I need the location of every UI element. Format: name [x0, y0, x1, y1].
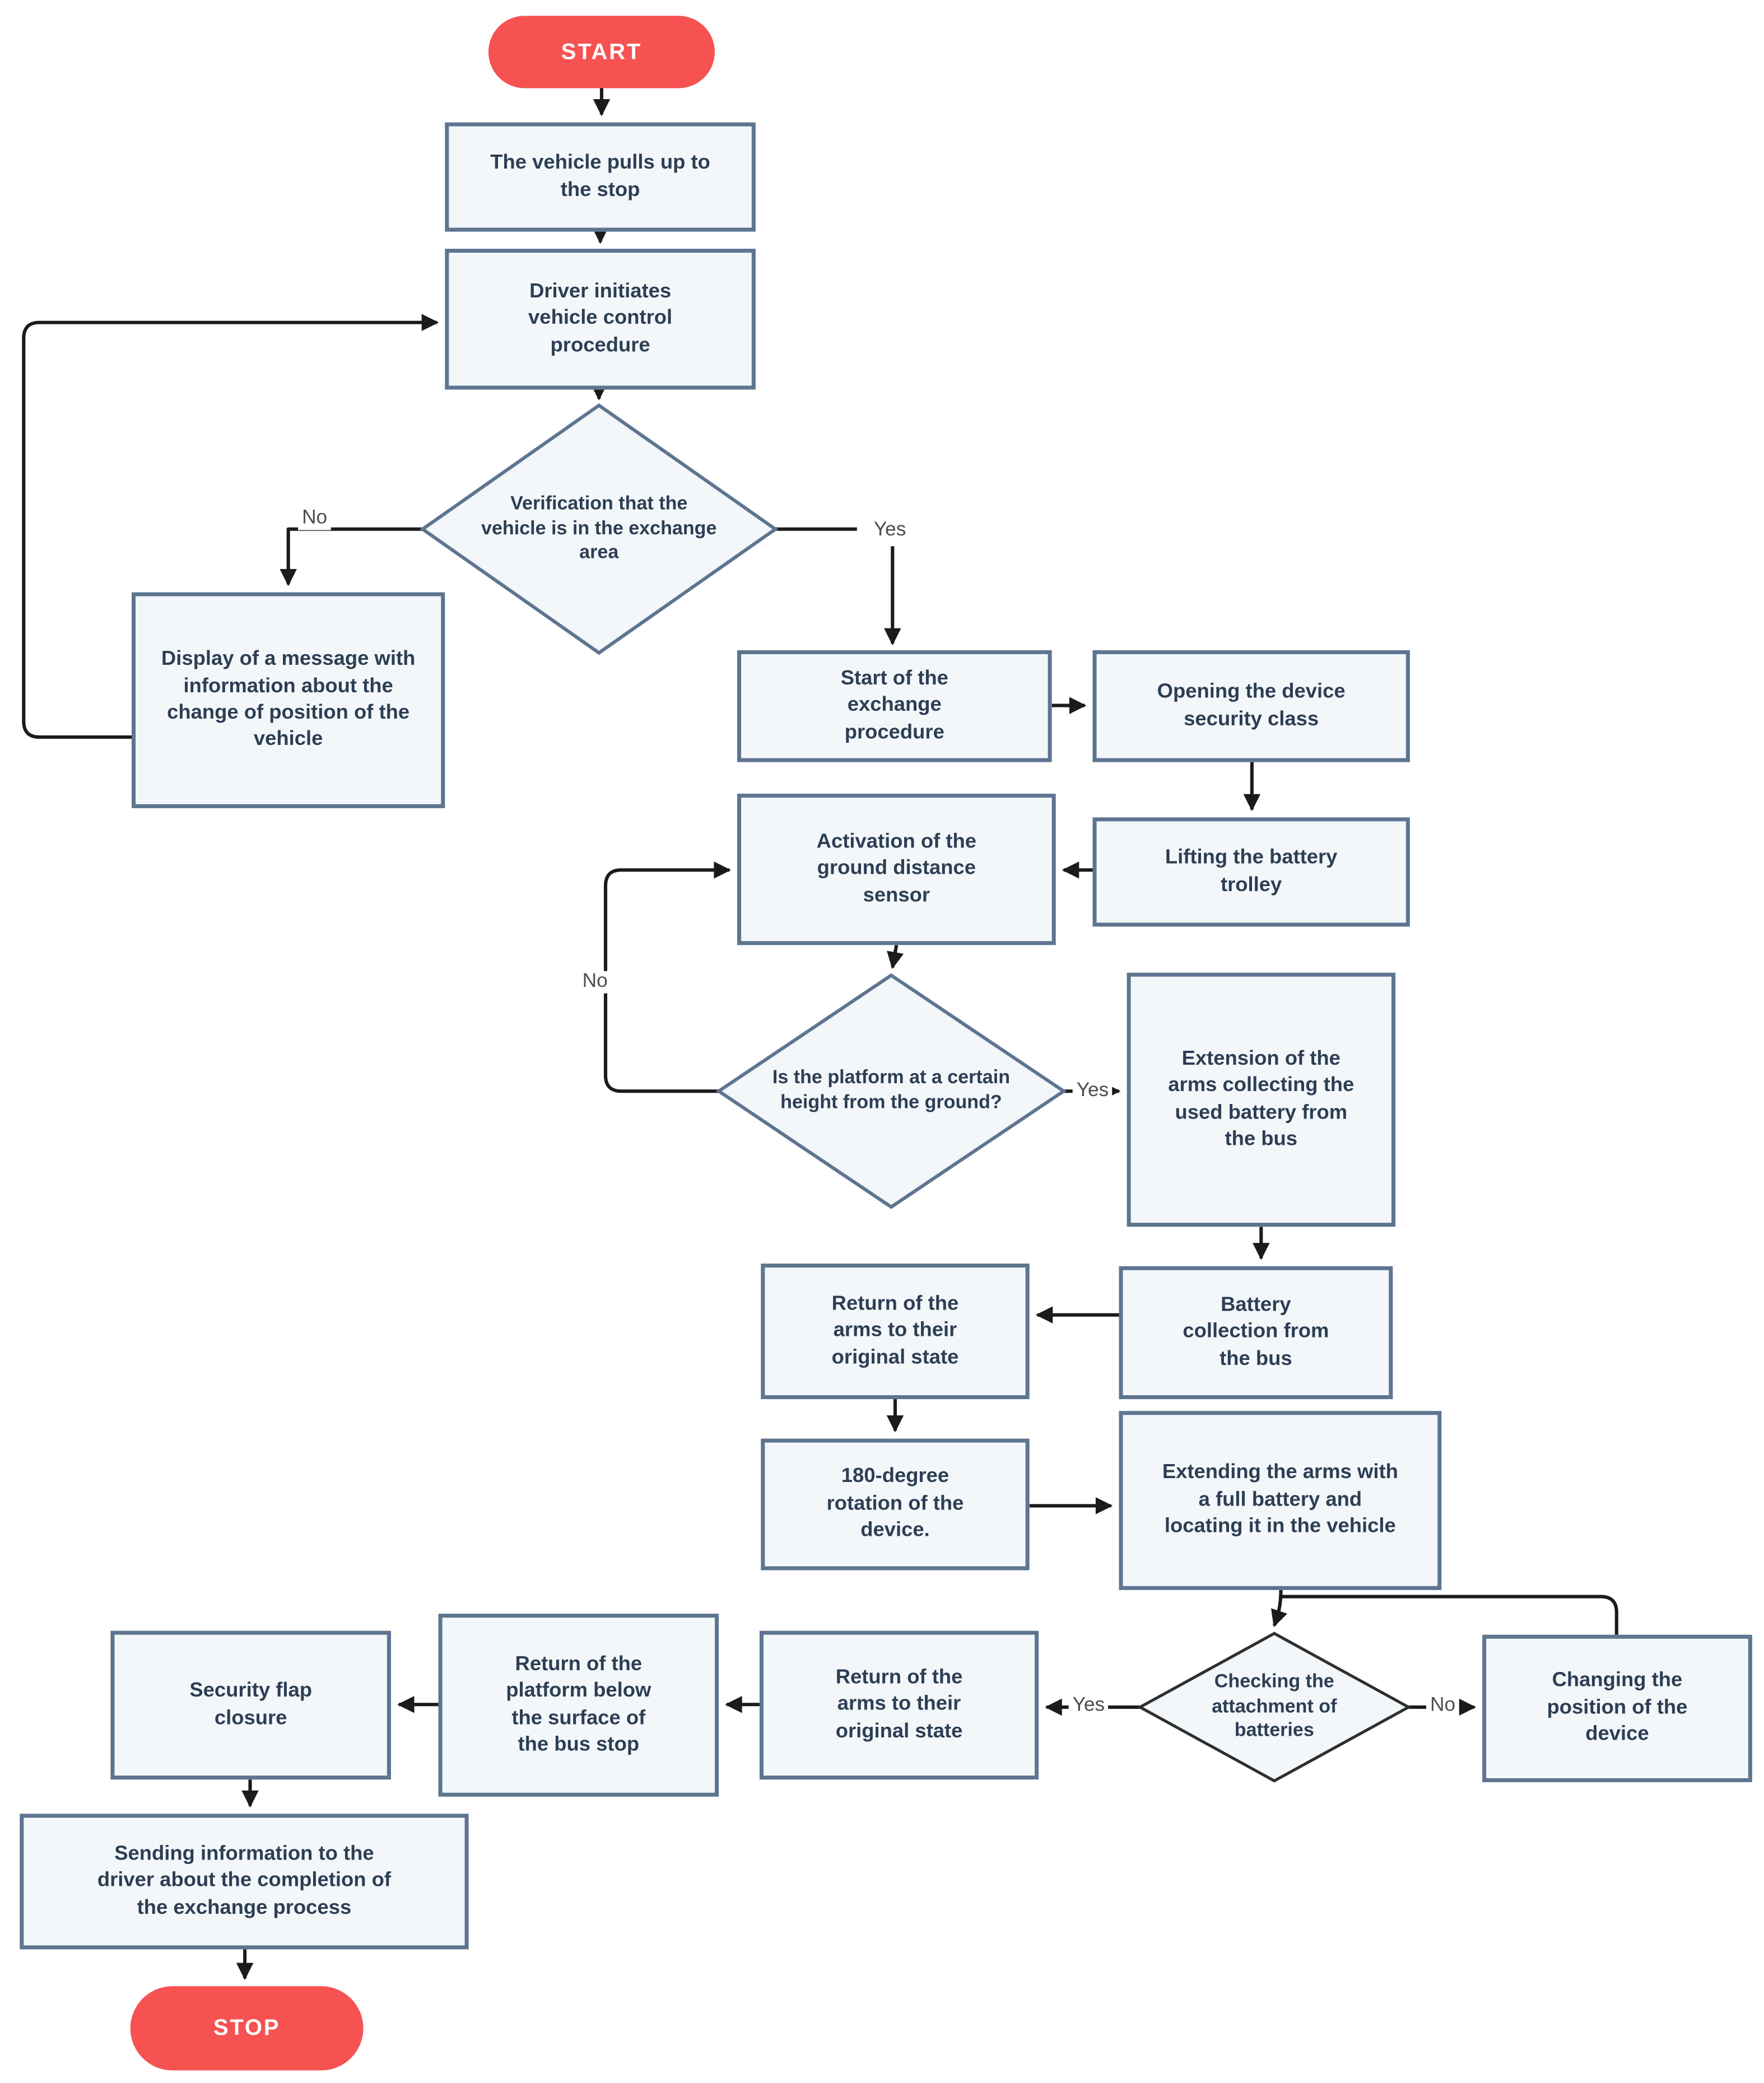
node-lifting-trolley: Lifting the battery trolley — [1092, 817, 1410, 927]
checking-attachment-diamond-label: Checking the attachment of batteries — [1212, 1671, 1337, 1742]
start-terminator: START — [488, 16, 715, 88]
platform-height-diamond-label: Is the platform at a certain height from… — [772, 1068, 1011, 1114]
edge-platform-no-loop-to-activation — [603, 861, 731, 1093]
platform-height-diamond-shape — [715, 973, 1067, 1209]
edge-label-platform-no: No — [578, 971, 612, 993]
verification-diamond-shape — [420, 403, 779, 655]
verification-diamond-label: Verification that the vehicle is in the … — [481, 493, 717, 564]
node-extending-full-battery: Extending the arms with a full battery a… — [1119, 1411, 1442, 1590]
edge-label-checking-no: No — [1426, 1694, 1460, 1717]
node-opening-device: Opening the device security class — [1092, 650, 1410, 762]
edge-label-verification-yes: Yes — [869, 519, 910, 542]
edge-activation-to-platform — [887, 944, 904, 970]
node-return-arms-1: Return of the arms to their original sta… — [761, 1264, 1030, 1400]
node-driver-initiates: Driver initiates vehicle control procedu… — [445, 249, 756, 390]
node-vehicle-pulls-up: The vehicle pulls up to the stop — [445, 122, 756, 232]
node-start-exchange: Start of the exchange procedure — [737, 650, 1052, 762]
node-return-arms-2: Return of the arms to their original sta… — [759, 1630, 1039, 1780]
edge-label-platform-yes: Yes — [1072, 1080, 1113, 1102]
edge-extendingfull-to-checking — [1271, 1590, 1287, 1628]
node-return-platform: Return of the platform below the surface… — [438, 1614, 719, 1797]
node-battery-collection: Battery collection from the bus — [1119, 1266, 1393, 1400]
edge-label-verification-no: No — [298, 507, 332, 530]
checking-attachment-diamond-shape — [1137, 1632, 1412, 1783]
node-extension-arms: Extension of the arms collecting the use… — [1127, 972, 1395, 1227]
edge-display-loop-to-driver — [22, 314, 439, 739]
node-rotation-180: 180-degree rotation of the device. — [761, 1438, 1030, 1571]
node-sending-info: Sending information to the driver about … — [20, 1814, 469, 1950]
edge-label-checking-yes: Yes — [1068, 1694, 1109, 1717]
node-changing-position: Changing the position of the device — [1482, 1634, 1752, 1782]
edge-verification-no-to-display — [280, 527, 423, 586]
stop-terminator: STOP — [130, 1986, 364, 2071]
node-display-message: Display of a message with information ab… — [131, 592, 445, 808]
edge-changingposition-loop-junction — [1281, 1595, 1618, 1635]
node-security-flap: Security flap closure — [110, 1630, 391, 1780]
node-activation-sensor: Activation of the ground distance sensor — [737, 794, 1056, 945]
